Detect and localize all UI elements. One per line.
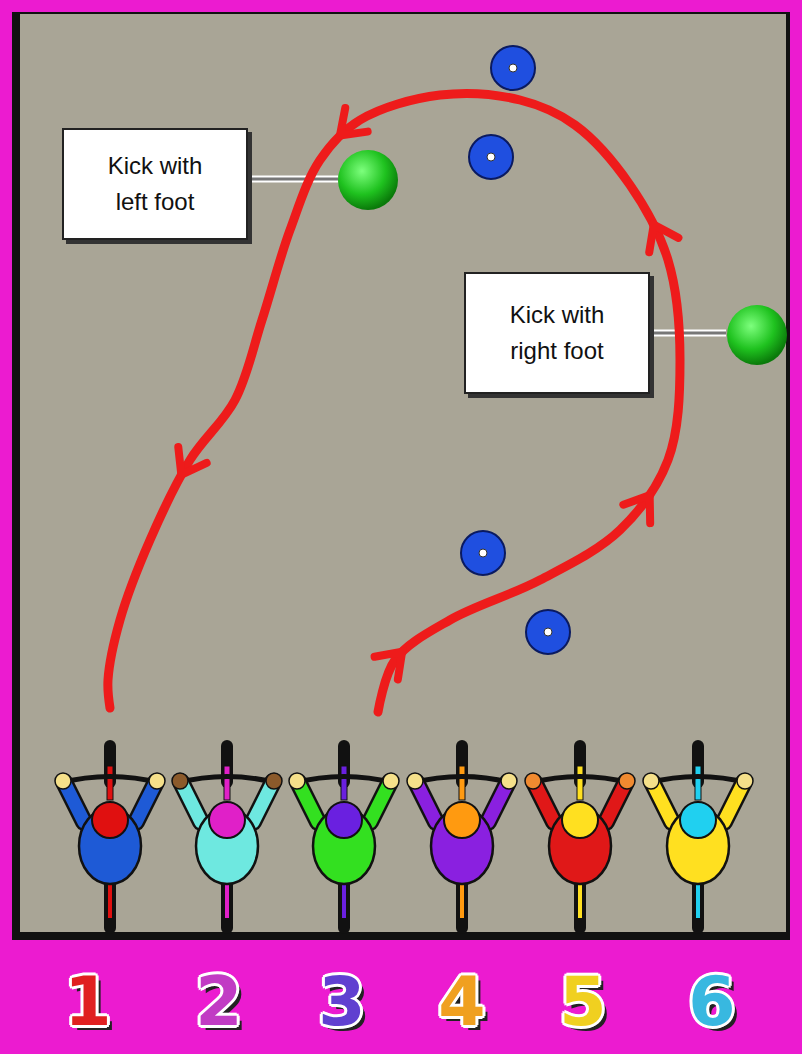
stem [224, 766, 230, 800]
cone-hole [487, 153, 495, 161]
callout-text: Kick with right foot [492, 297, 622, 369]
route-arrowhead [375, 652, 403, 680]
handlebar [60, 777, 160, 784]
hand [172, 773, 188, 789]
hand [289, 773, 305, 789]
rear-frame [108, 882, 112, 918]
cyclist [172, 740, 282, 934]
route-arrowhead [178, 447, 206, 475]
leader-line [248, 178, 338, 181]
handlebar [412, 777, 512, 784]
hand [149, 773, 165, 789]
hand [501, 773, 517, 789]
helmet [444, 802, 480, 838]
helmet [326, 802, 362, 838]
rider-number: 2 [169, 968, 269, 1036]
route-arrowhead [623, 495, 650, 523]
hand [407, 773, 423, 789]
cone-hole [544, 628, 552, 636]
rear-frame [460, 882, 464, 918]
blue-cone [491, 46, 535, 90]
helmet [209, 802, 245, 838]
riders [55, 740, 753, 934]
helmet [562, 802, 598, 838]
hand [643, 773, 659, 789]
rider-number: 6 [662, 968, 762, 1036]
rear-frame [696, 882, 700, 918]
handlebar [294, 777, 394, 784]
rider-number: 1 [38, 968, 138, 1036]
helmet [92, 802, 128, 838]
stem [695, 766, 701, 800]
stem [341, 766, 347, 800]
leader-line [650, 332, 726, 335]
rear-frame [342, 882, 346, 918]
hand [737, 773, 753, 789]
green-ball [338, 150, 398, 210]
cyclist [643, 740, 753, 934]
hand [383, 773, 399, 789]
hand [55, 773, 71, 789]
handlebar [648, 777, 748, 784]
handlebar [530, 777, 630, 784]
stem [459, 766, 465, 800]
hand [266, 773, 282, 789]
green-ball [727, 305, 787, 365]
cyclist [407, 740, 517, 934]
callout-text: Kick with left foot [90, 148, 220, 220]
rear-frame [225, 882, 229, 918]
callout-box: Kick with left foot [62, 128, 248, 240]
leader-line [650, 330, 726, 337]
rear-frame [578, 882, 582, 918]
stem [577, 766, 583, 800]
cyclist [525, 740, 635, 934]
route-arrowhead [340, 108, 368, 135]
leader-line [248, 176, 338, 183]
cyclist [289, 740, 399, 934]
cone-hole [479, 549, 487, 557]
rider-number: 3 [292, 968, 392, 1036]
ground-panel [20, 14, 786, 932]
cone-hole [509, 64, 517, 72]
helmet [680, 802, 716, 838]
hand [619, 773, 635, 789]
route-arrowhead [649, 225, 678, 253]
blue-cone [469, 135, 513, 179]
hand [525, 773, 541, 789]
callout-box: Kick with right foot [464, 272, 650, 394]
stem [107, 766, 113, 800]
blue-cone [526, 610, 570, 654]
rider-number: 4 [412, 968, 512, 1036]
handlebar [177, 777, 277, 784]
blue-cone [461, 531, 505, 575]
cyclist [55, 740, 165, 934]
rider-number: 5 [533, 968, 633, 1036]
panel-shadow [12, 12, 790, 940]
